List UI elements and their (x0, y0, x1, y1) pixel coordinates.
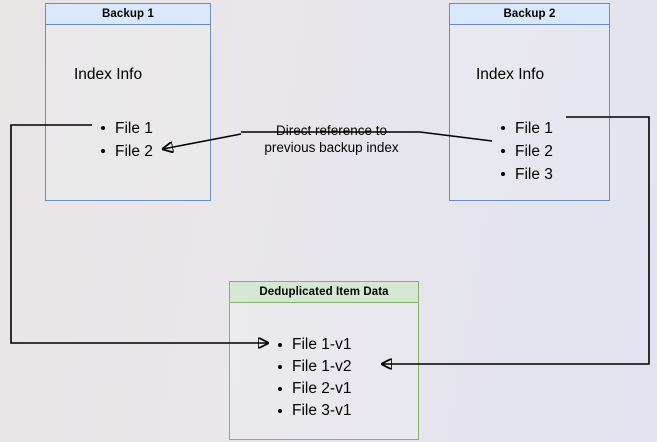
backup-1-body: Index Info File 1 File 2 (46, 25, 210, 200)
direct-reference-annotation: Direct reference to previous backup inde… (264, 123, 399, 155)
deduplicated-item-data-header: Deduplicated Item Data (230, 282, 418, 303)
dedup-file-list: File 1-v1 File 1-v2 File 2-v1 File 3-v1 (275, 334, 351, 422)
backup-1-header: Backup 1 (46, 4, 210, 25)
list-item: File 2 (98, 140, 153, 163)
list-item: File 3 (498, 163, 553, 186)
list-item: File 1-v1 (275, 334, 351, 356)
deduplicated-item-data-body: File 1-v1 File 1-v2 File 2-v1 File 3-v1 (230, 303, 418, 439)
list-item: File 3-v1 (275, 400, 351, 422)
backup-2-body: Index Info File 1 File 2 File 3 (450, 25, 609, 200)
list-item: File 1-v2 (275, 356, 351, 378)
backup-2-node[interactable]: Backup 2 Index Info File 1 File 2 File 3 (449, 3, 610, 201)
deduplicated-item-data-node[interactable]: Deduplicated Item Data File 1-v1 File 1-… (229, 281, 419, 440)
backup-2-header: Backup 2 (450, 4, 609, 25)
list-item: File 1 (498, 117, 553, 140)
backup-2-index-info-title: Index Info (476, 66, 545, 83)
list-item: File 2 (498, 140, 553, 163)
list-item: File 1 (98, 117, 153, 140)
backup-1-file-list: File 1 File 2 (98, 117, 153, 163)
backup-1-index-info-title: Index Info (74, 66, 143, 83)
backup-1-node[interactable]: Backup 1 Index Info File 1 File 2 (45, 3, 211, 201)
backup-2-file-list: File 1 File 2 File 3 (498, 117, 553, 186)
list-item: File 2-v1 (275, 378, 351, 400)
